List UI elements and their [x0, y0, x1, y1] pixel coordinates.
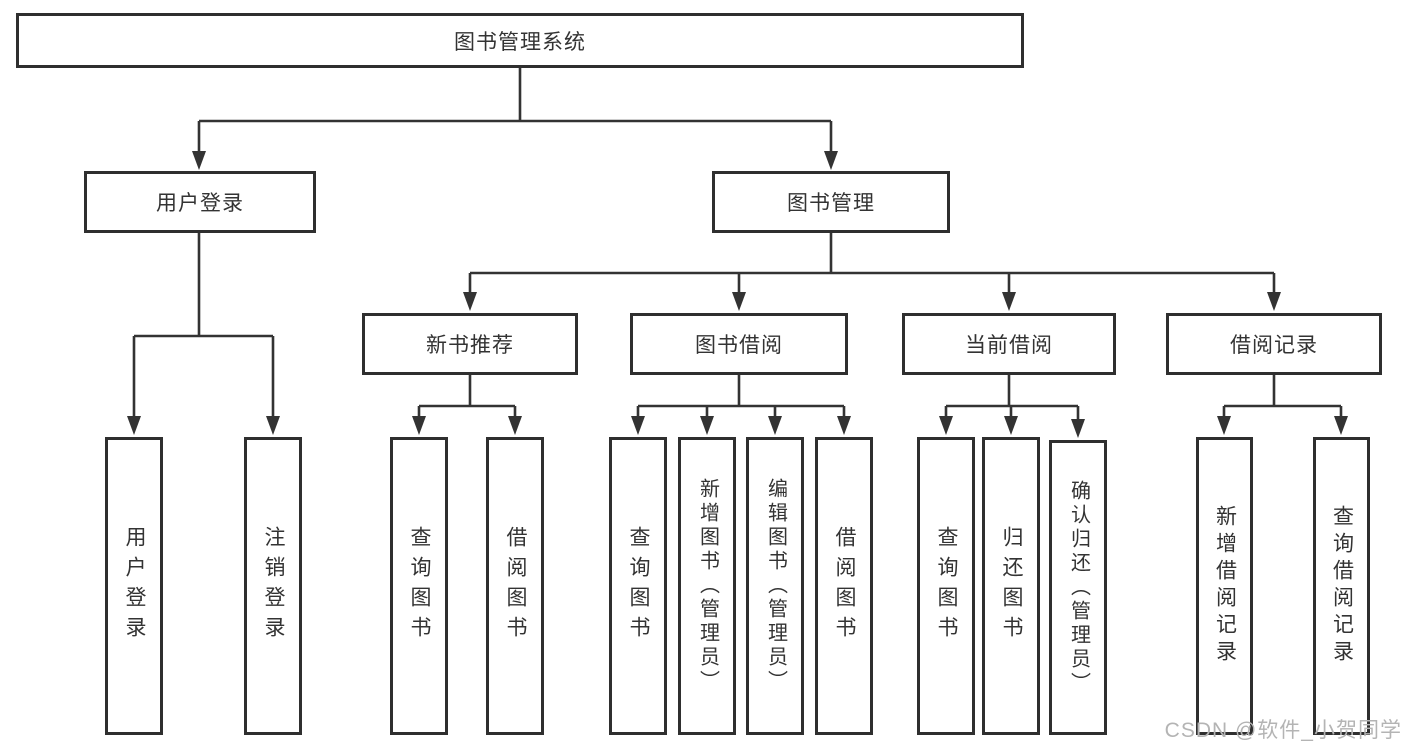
node-label: 图书管理	[787, 192, 875, 215]
leaf-borrow-books: 借阅图书	[486, 437, 544, 735]
leaf-query-books: 查询图书	[917, 437, 975, 735]
node-label: 查询图书	[935, 526, 958, 646]
leaf-edit-books-admin: 编辑图书（管理员）	[746, 437, 804, 735]
node-label: 新增借阅记录	[1213, 505, 1237, 667]
node-new-book-recommend: 新书推荐	[362, 313, 578, 375]
node-label: 编辑图书（管理员）	[764, 478, 787, 694]
node-label: 查询图书	[408, 526, 431, 646]
leaf-add-borrow-record: 新增借阅记录	[1196, 437, 1253, 735]
node-root-system: 图书管理系统	[16, 13, 1024, 68]
node-book-borrowing: 图书借阅	[630, 313, 848, 375]
leaf-add-books-admin: 新增图书（管理员）	[678, 437, 736, 735]
node-label: 借阅记录	[1230, 334, 1318, 357]
node-label: 图书管理系统	[454, 30, 586, 54]
node-label: 借阅图书	[833, 526, 856, 646]
leaf-confirm-return-admin: 确认归还（管理员）	[1049, 440, 1107, 735]
leaf-query-books: 查询图书	[609, 437, 667, 735]
node-label: 新书推荐	[426, 334, 514, 357]
node-current-borrowing: 当前借阅	[902, 313, 1116, 375]
node-label: 图书借阅	[695, 334, 783, 357]
leaf-query-books: 查询图书	[390, 437, 448, 735]
node-label: 注销登录	[262, 526, 285, 646]
node-label: 当前借阅	[965, 334, 1053, 357]
node-label: 确认归还（管理员）	[1067, 479, 1090, 696]
node-label: 查询图书	[627, 526, 650, 646]
node-label: 归还图书	[1000, 526, 1023, 646]
leaf-return-books: 归还图书	[982, 437, 1040, 735]
leaf-logout: 注销登录	[244, 437, 302, 735]
leaf-borrow-books: 借阅图书	[815, 437, 873, 735]
leaf-user-login: 用户登录	[105, 437, 163, 735]
node-label: 查询借阅记录	[1330, 505, 1354, 667]
node-label: 用户登录	[156, 192, 244, 215]
node-book-management: 图书管理	[712, 171, 950, 233]
leaf-query-borrow-record: 查询借阅记录	[1313, 437, 1370, 735]
node-borrowing-records: 借阅记录	[1166, 313, 1382, 375]
node-label: 借阅图书	[504, 526, 527, 646]
node-label: 用户登录	[123, 526, 146, 646]
watermark-text: CSDN @软件_小贺同学	[1164, 719, 1402, 742]
node-user-login: 用户登录	[84, 171, 316, 233]
node-label: 新增图书（管理员）	[696, 478, 719, 694]
